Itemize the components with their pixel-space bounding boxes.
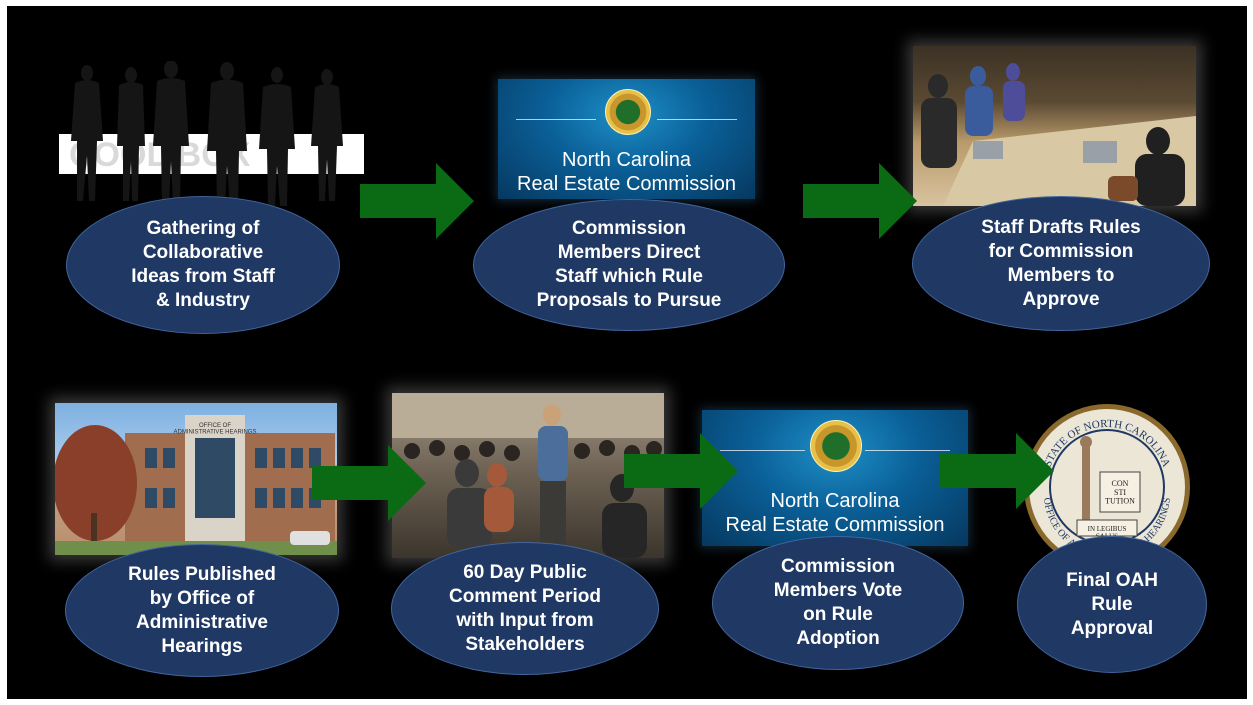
staff-meeting-photo: [913, 46, 1196, 206]
step-commission-direct: Commission Members Direct Staff which Ru…: [473, 199, 785, 331]
banner-divider: [516, 119, 596, 120]
oah-seal-image: STATE OF NORTH CAROLINA OFFICE OF ADMINI…: [1022, 402, 1192, 572]
arrow-right-icon: [360, 163, 474, 239]
ncrec-banner: North Carolina Real Estate Commission: [498, 79, 755, 199]
banner-title-line1: North Carolina: [562, 149, 691, 171]
business-silhouettes-image: COOLIBOX: [59, 60, 364, 206]
banner-divider: [720, 450, 805, 451]
step-rules-published: Rules Published by Office of Administrat…: [65, 544, 339, 677]
arrow-right-icon: [940, 433, 1054, 509]
banner-title-line2: Real Estate Commission: [517, 173, 736, 195]
step-label: Final OAH Rule Approval: [1066, 569, 1158, 639]
nc-seal-icon: [810, 420, 862, 472]
nc-seal-icon: [604, 89, 651, 135]
step-label: Gathering of Collaborative Ideas from St…: [131, 218, 275, 311]
arrow-right-icon: [312, 445, 426, 521]
step-staff-drafts: Staff Drafts Rules for Commission Member…: [912, 196, 1210, 331]
step-label: Rules Published by Office of Administrat…: [128, 563, 276, 657]
step-label: Commission Members Vote on Rule Adoption: [773, 556, 903, 649]
banner-divider: [865, 450, 950, 451]
arrow-right-icon: [803, 163, 917, 239]
step-commission-vote: Commission Members Vote on Rule Adoption: [712, 536, 964, 670]
arrow-right-icon: [624, 433, 738, 509]
public-hearing-photo: [392, 393, 664, 558]
process-slide: COOLIBOX North Carolina Real Estate Comm…: [7, 6, 1247, 699]
step-label: Commission Members Direct Staff which Ru…: [536, 218, 722, 311]
step-label: 60 Day Public Comment Period with Input …: [448, 561, 602, 655]
step-label: Staff Drafts Rules for Commission Member…: [981, 216, 1141, 310]
banner-divider: [657, 119, 737, 120]
step-public-comment: 60 Day Public Comment Period with Input …: [391, 542, 659, 675]
step-final-oah-approval: Final OAH Rule Approval: [1017, 536, 1207, 673]
banner-title-line2: Real Estate Commission: [725, 514, 945, 536]
ncrec-banner: North Carolina Real Estate Commission: [702, 410, 968, 546]
banner-title-line1: North Carolina: [770, 490, 900, 512]
step-gathering-ideas: Gathering of Collaborative Ideas from St…: [66, 196, 340, 334]
